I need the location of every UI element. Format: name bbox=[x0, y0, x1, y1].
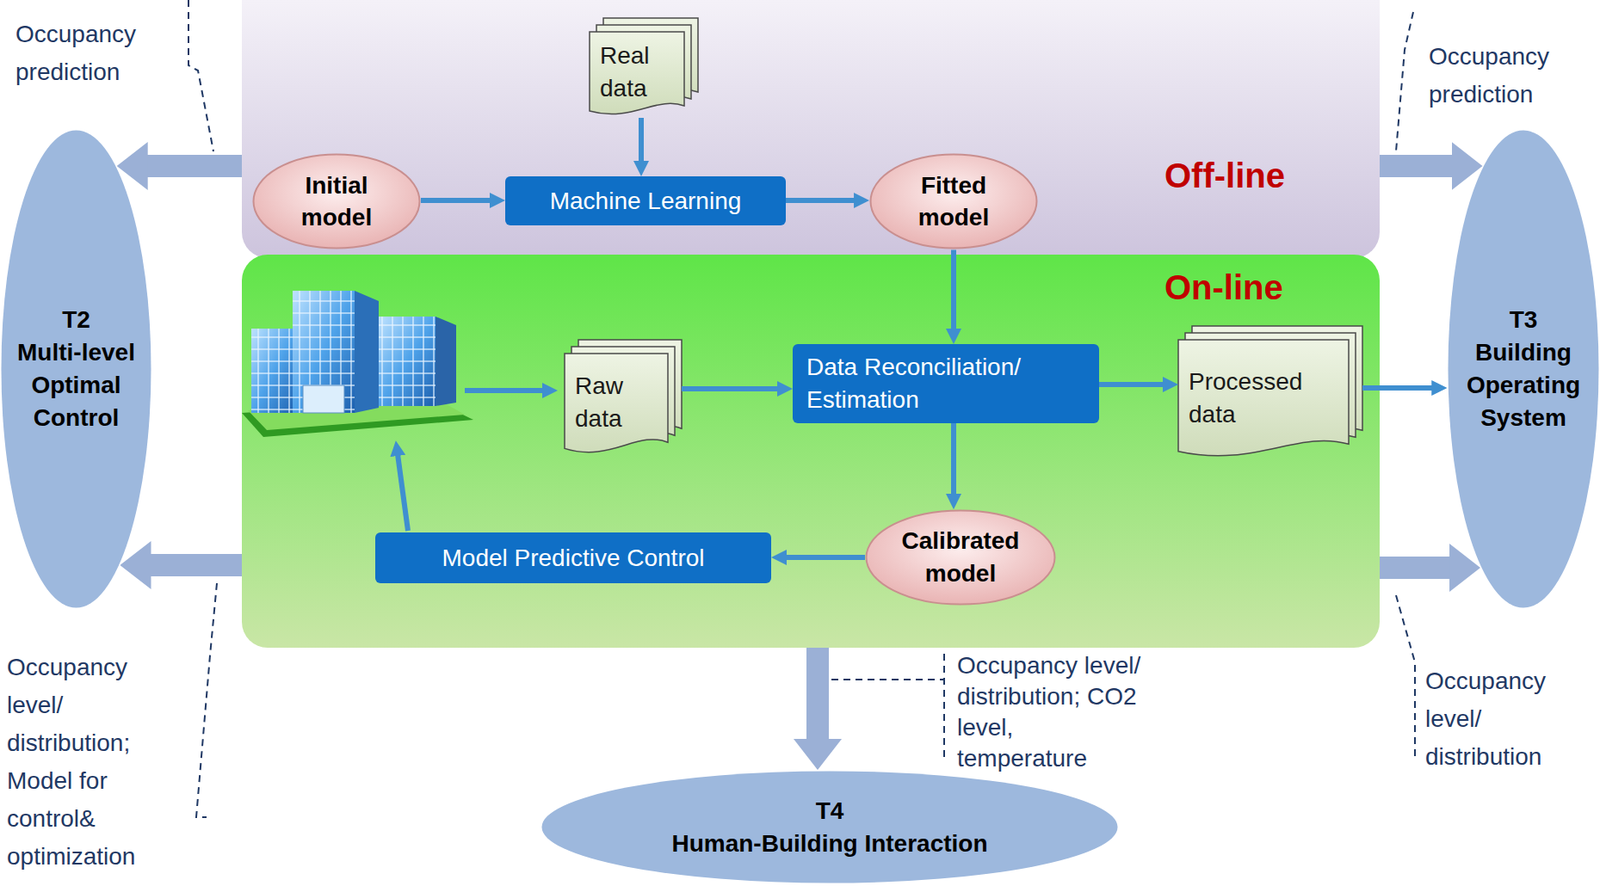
data-document: Processed data bbox=[1178, 326, 1363, 462]
note-box: Occupancy prediction bbox=[15, 15, 180, 92]
flow-arrow bbox=[420, 197, 492, 204]
process-box: Data Reconciliation/ Estimation bbox=[792, 344, 1100, 424]
information-arrow bbox=[806, 648, 829, 742]
model-ellipse: Initial model bbox=[252, 153, 421, 250]
leader-line bbox=[1396, 12, 1414, 152]
ellipse-shape bbox=[1, 130, 152, 609]
node-text: Machine Learning bbox=[549, 185, 742, 218]
ellipse-outline bbox=[252, 153, 421, 250]
process-box: Machine Learning bbox=[505, 176, 786, 226]
task-number: T2 bbox=[61, 303, 91, 337]
annotation-label: Occupancy prediction bbox=[15, 15, 180, 92]
leader-line bbox=[831, 654, 945, 758]
document-page bbox=[1178, 339, 1349, 457]
building-windows bbox=[292, 290, 355, 414]
leader-line bbox=[196, 583, 217, 818]
flow-arrow bbox=[951, 423, 957, 496]
node-text: Processed data bbox=[1188, 365, 1318, 432]
note-box: Occupancy level/ distribution; Model for… bbox=[6, 648, 171, 877]
flow-arrow bbox=[785, 197, 856, 204]
ellipse-shape bbox=[542, 772, 1119, 884]
ellipse-shape bbox=[866, 510, 1056, 605]
node-text: Initial model bbox=[280, 169, 393, 235]
task-title: Multi-level Optimal Control bbox=[13, 336, 139, 434]
ellipse-outline bbox=[864, 509, 1057, 606]
data-document: Real data bbox=[589, 18, 699, 118]
node-text: Fitted model bbox=[897, 169, 1010, 235]
building-tower bbox=[292, 290, 355, 414]
building-illustration bbox=[241, 290, 474, 438]
flow-arrow bbox=[464, 388, 544, 394]
annotation-label: Occupancy level/ distribution bbox=[1425, 662, 1594, 777]
annotation-label: Occupancy level/ distribution; CO2 level… bbox=[957, 650, 1145, 775]
document-page bbox=[564, 353, 668, 453]
flow-arrow bbox=[951, 250, 957, 331]
process-box: Model Predictive Control bbox=[375, 532, 772, 584]
ellipse-outline bbox=[869, 153, 1038, 250]
note-box: Occupancy prediction bbox=[1428, 37, 1593, 114]
model-ellipse: Calibrated model bbox=[864, 509, 1057, 606]
node-text: Raw data bbox=[574, 370, 644, 436]
node-text: Real data bbox=[599, 39, 661, 106]
information-arrow bbox=[149, 554, 242, 577]
node-text: Calibrated model bbox=[891, 525, 1030, 591]
offline-band: Real dataInitial model Machine Learning Fi… bbox=[241, 0, 1380, 259]
ellipse-shape bbox=[871, 154, 1038, 249]
flow-arrow bbox=[397, 454, 408, 532]
task-number: T3 bbox=[1509, 303, 1539, 337]
task-ellipse: T4Human-Building Interaction bbox=[540, 770, 1119, 885]
note-box: Occupancy level/ distribution; CO2 level… bbox=[957, 650, 1145, 775]
document-page bbox=[589, 31, 685, 115]
task-ellipse: T2Multi-level Optimal Control bbox=[0, 129, 153, 610]
flow-arrow bbox=[1362, 385, 1434, 391]
band-heading: Off-line bbox=[1164, 154, 1285, 197]
information-arrow bbox=[1379, 556, 1452, 580]
model-ellipse: Fitted model bbox=[869, 153, 1038, 250]
data-document: Raw data bbox=[564, 339, 682, 458]
ellipse-shape bbox=[253, 154, 421, 249]
flow-arrow bbox=[784, 555, 865, 561]
leader-lines bbox=[188, 0, 1415, 818]
leader-line bbox=[1396, 595, 1415, 761]
note-box: Occupancy level/ distribution bbox=[1425, 662, 1594, 777]
flow-arrow bbox=[681, 386, 779, 392]
ellipse-outline bbox=[0, 129, 153, 610]
ellipse-outline bbox=[540, 770, 1119, 885]
flow-arrow bbox=[1099, 382, 1165, 388]
task-title: Building Operating System bbox=[1458, 336, 1588, 434]
building-windows bbox=[251, 328, 297, 414]
flow-arrow bbox=[638, 117, 644, 163]
band-heading: On-line bbox=[1164, 266, 1284, 309]
building-entrance bbox=[302, 385, 345, 414]
online-band: Raw data Data Reconciliation/ Estimation P… bbox=[241, 254, 1380, 649]
ellipse-shape bbox=[1448, 130, 1600, 609]
node-text: Model Predictive Control bbox=[441, 542, 705, 575]
building-tower-side bbox=[354, 290, 379, 414]
building-wing bbox=[251, 328, 297, 414]
task-ellipse: T3Building Operating System bbox=[1446, 129, 1600, 610]
annotation-label: Occupancy prediction bbox=[1428, 37, 1593, 114]
node-text: Data Reconciliation/ Estimation bbox=[806, 351, 1086, 417]
task-number: T4 bbox=[815, 795, 845, 828]
information-arrow bbox=[146, 154, 242, 178]
ellipse-outline bbox=[1446, 129, 1600, 610]
leader-line bbox=[188, 0, 214, 152]
building-block-side bbox=[435, 316, 457, 407]
building-block bbox=[378, 316, 436, 407]
annotation-label: Occupancy level/ distribution; Model for… bbox=[6, 648, 171, 877]
building-windows bbox=[378, 316, 436, 407]
task-title: Human-Building Interaction bbox=[671, 827, 988, 861]
information-arrow bbox=[1379, 154, 1454, 178]
